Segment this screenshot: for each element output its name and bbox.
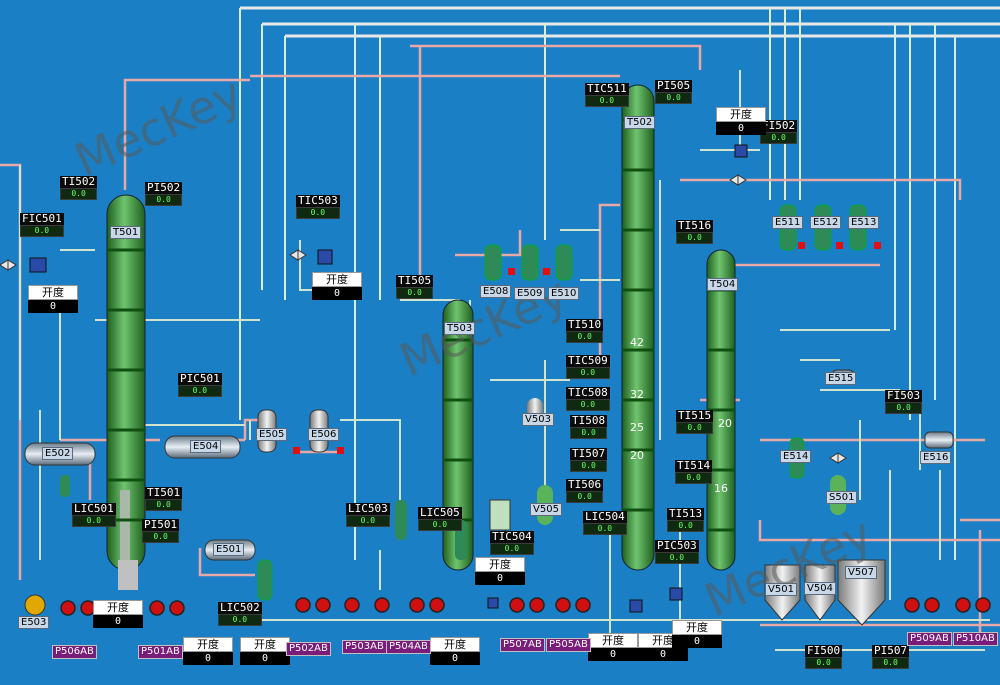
tray-number: 42 — [630, 336, 644, 349]
pump-label[interactable]: P510AB — [953, 632, 998, 646]
equipment-label: E514 — [780, 450, 812, 463]
pumps — [60, 597, 991, 616]
equipment-label: E503 — [18, 616, 50, 629]
equipment-label: E513 — [848, 216, 880, 229]
equipment-label: E502 — [42, 447, 74, 460]
column-label: T504 — [707, 278, 739, 291]
equipment-label: V503 — [522, 413, 554, 426]
equipment-label: E508 — [480, 285, 512, 298]
equipment-label: E516 — [920, 451, 952, 464]
tray-number: 32 — [630, 388, 644, 401]
column-T503 — [442, 299, 474, 571]
equipment-label: V505 — [530, 503, 562, 516]
equipment-label: S501 — [826, 491, 858, 504]
equipment-label: E506 — [308, 428, 340, 441]
pump-label[interactable]: P509AB — [907, 632, 952, 646]
equipment-label: V501 — [765, 583, 797, 596]
pump-label[interactable]: P501AB — [138, 645, 183, 659]
column-label: T501 — [110, 226, 142, 239]
equipment-label: E511 — [772, 216, 804, 229]
column-T501 — [106, 194, 146, 590]
tray-number: 25 — [630, 421, 644, 434]
equipment-label: V504 — [804, 582, 836, 595]
pump-label[interactable]: P502AB — [286, 642, 331, 656]
column-T502 — [621, 84, 655, 571]
pump-label[interactable]: P504AB — [386, 640, 431, 654]
column-label: T503 — [444, 322, 476, 335]
equipment-label: E510 — [548, 287, 580, 300]
tray-number: 20 — [718, 417, 732, 430]
equipment-label: E515 — [825, 372, 857, 385]
equipment-label: E512 — [810, 216, 842, 229]
equipment-label: E501 — [213, 543, 245, 556]
pump-label[interactable]: P503AB — [342, 640, 387, 654]
tray-number: 16 — [714, 482, 728, 495]
pump-label[interactable]: P506AB — [52, 645, 97, 659]
equipment-label: E504 — [190, 440, 222, 453]
column-label: T502 — [624, 116, 656, 129]
pump-label[interactable]: P507AB — [500, 638, 545, 652]
equipment-label: E505 — [256, 428, 288, 441]
pump-label[interactable]: P505AB — [546, 638, 591, 652]
equipment-label: E509 — [514, 287, 546, 300]
equipment-label: V507 — [845, 566, 877, 579]
tray-number: 20 — [630, 449, 644, 462]
